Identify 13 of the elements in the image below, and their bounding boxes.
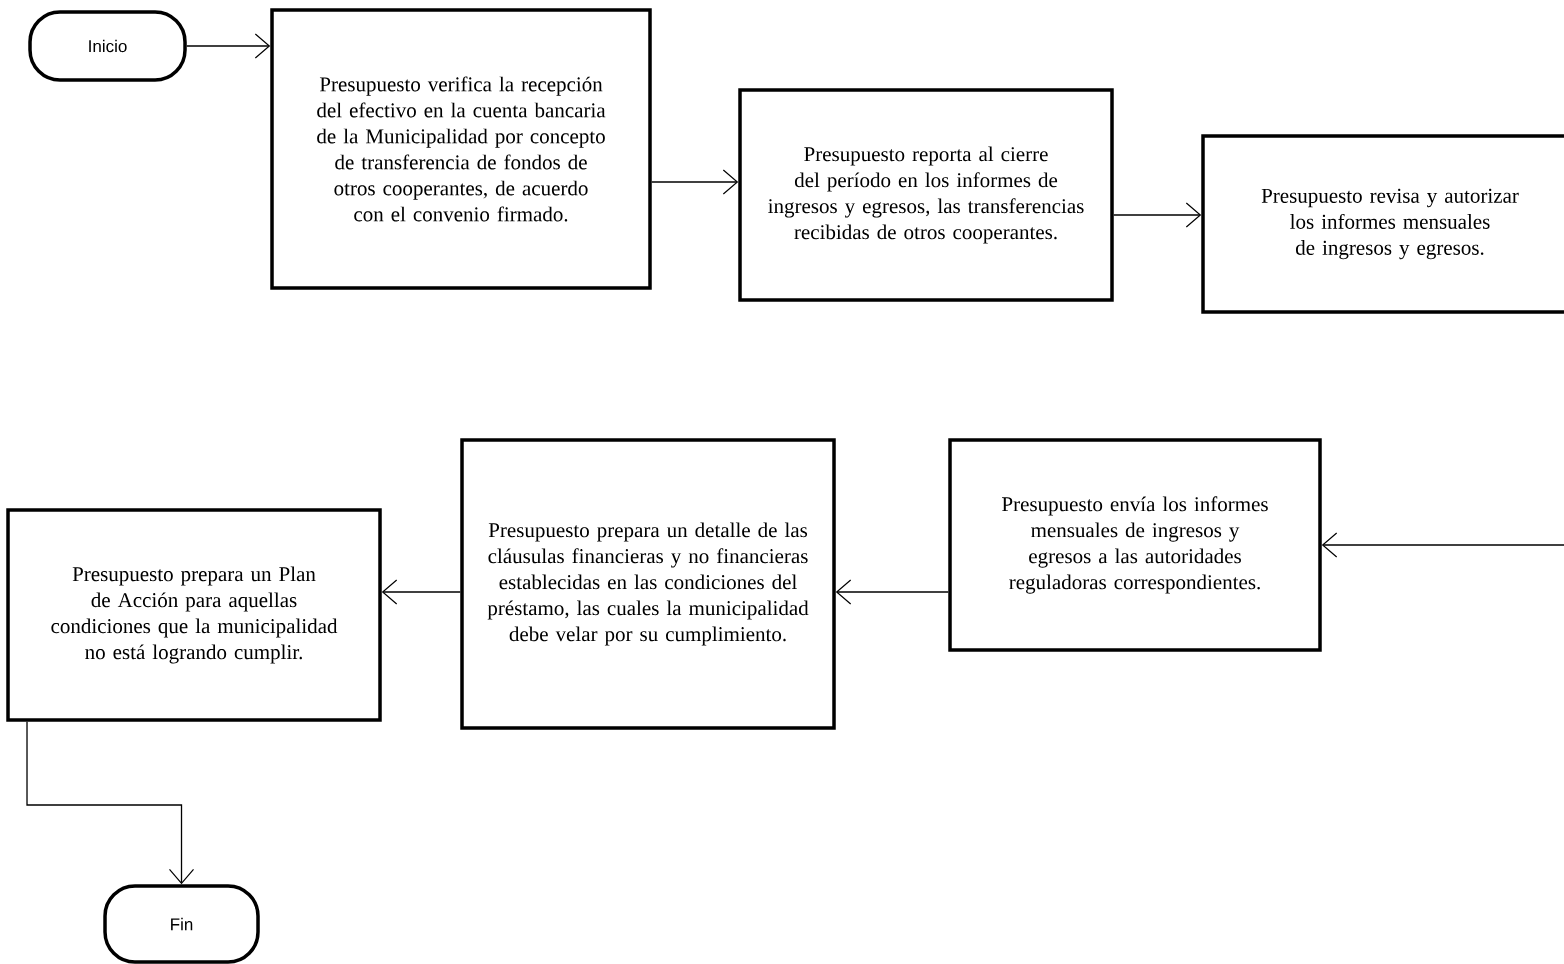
arrow: [26, 721, 195, 885]
process-box: Presupuesto revisa y autorizar los informes mensuales de ingresos y egresos.: [1201, 134, 1564, 314]
process-box: Presupuesto envía los informes mensuales de ingresos y egresos a las autoridades reguladoras correspondientes.: [948, 438, 1322, 652]
arrow: [1321, 532, 1564, 558]
process-box: Presupuesto prepara un Plan de Acción para aquellas condiciones que la municipalidad no está logrando cumplir.: [6, 508, 382, 722]
arrow: [1113, 202, 1202, 228]
arrow: [651, 169, 739, 195]
process-box: Presupuesto reporta al cierre del período en los informes de ingresos y egresos, las transferencias recibidas de otros cooperantes.: [738, 88, 1114, 302]
process-box: Presupuesto verifica la recepción del efectivo en la cuenta bancaria de la Municipalidad por concepto de transferencia de fondos de otros cooperantes, de acuerdo con el convenio firmado.: [270, 8, 652, 290]
arrow: [381, 579, 461, 605]
arrow: [835, 579, 949, 605]
process-box: Presupuesto prepara un detalle de las cláusulas financieras y no financieras establecidas en las condiciones del préstamo, las cuales la municipalidad debe velar por su cumplimiento.: [460, 438, 836, 730]
arrow: [186, 33, 271, 59]
